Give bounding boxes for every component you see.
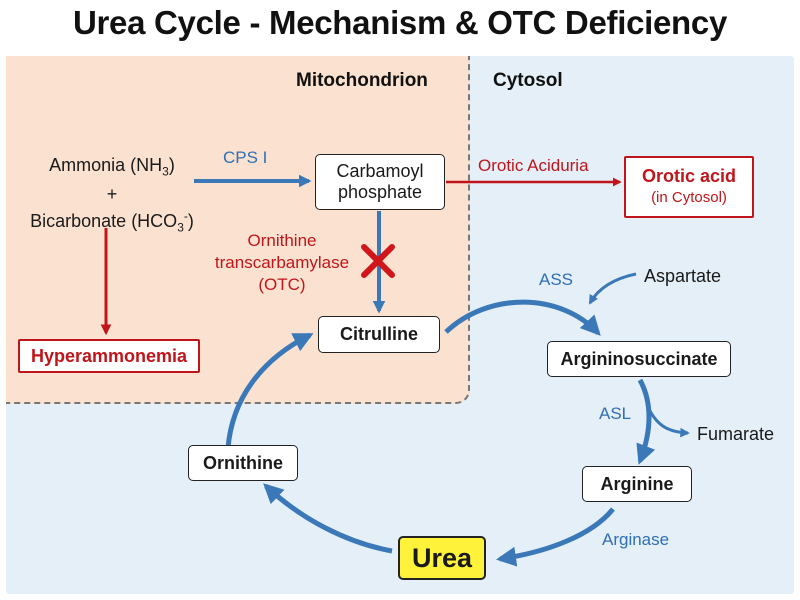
arginine-box: Arginine (582, 466, 692, 502)
reactants-label: Ammonia (NH3) + Bicarbonate (HCO3-) (22, 154, 202, 238)
urea-box: Urea (398, 536, 486, 580)
red-x-icon (361, 244, 395, 278)
enzyme-asl: ASL (599, 404, 632, 423)
enzyme-cps1: CPS I (223, 148, 268, 167)
cytosol-label: Cytosol (493, 70, 563, 91)
aspartate-label: Aspartate (644, 266, 722, 286)
plus-sign: + (106, 183, 118, 204)
arrow-aspartate (588, 272, 637, 305)
arrow-arginase (496, 507, 615, 567)
hyperammonemia-box: Hyperammonemia (18, 339, 200, 373)
enzyme-arginase: Arginase (602, 530, 670, 549)
orotic-aciduria-label: Orotic Aciduria (478, 156, 589, 175)
enzyme-ass: ASS (539, 270, 574, 289)
arrow-ornithine-citrulline (225, 332, 314, 449)
mitochondrion-label: Mitochondrion (296, 70, 428, 91)
enzyme-otc: Ornithine transcarbamylase (OTC) (214, 231, 350, 294)
citrulline-box: Citrulline (318, 316, 440, 353)
bicarbonate-label: Bicarbonate (HCO3-) (30, 208, 194, 235)
arrow-asl (636, 378, 656, 465)
ornithine-box: Ornithine (188, 445, 298, 481)
arrow-fumarate (645, 404, 690, 438)
ammonia-label: Ammonia (NH3) (49, 155, 175, 179)
arrow-urea-ornithine (263, 483, 393, 554)
arrow-ass (444, 299, 601, 336)
argininosuccinate-box: Argininosuccinate (547, 341, 731, 377)
page-title: Urea Cycle - Mechanism & OTC Deficiency (72, 4, 728, 41)
orotic-acid-box: Orotic acid (in Cytosol) (624, 156, 754, 218)
fumarate-label: Fumarate (697, 424, 775, 444)
